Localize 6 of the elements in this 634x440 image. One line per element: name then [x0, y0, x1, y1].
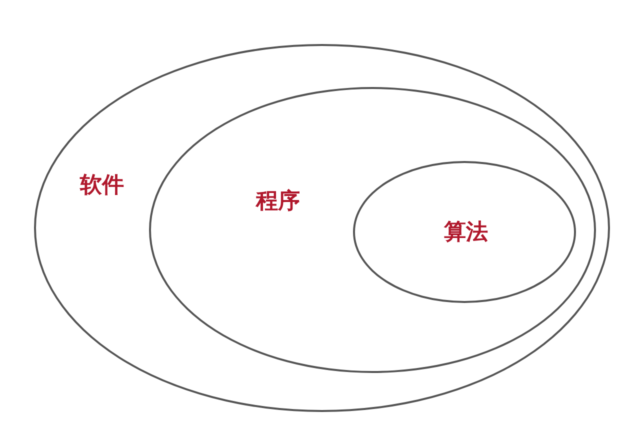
ellipse-region	[34, 44, 610, 412]
ellipse-region	[353, 161, 576, 303]
region-label: 程序	[256, 188, 300, 216]
region-label: 算法	[444, 219, 488, 247]
ellipse-region	[149, 87, 596, 373]
region-label: 软件	[80, 172, 124, 200]
